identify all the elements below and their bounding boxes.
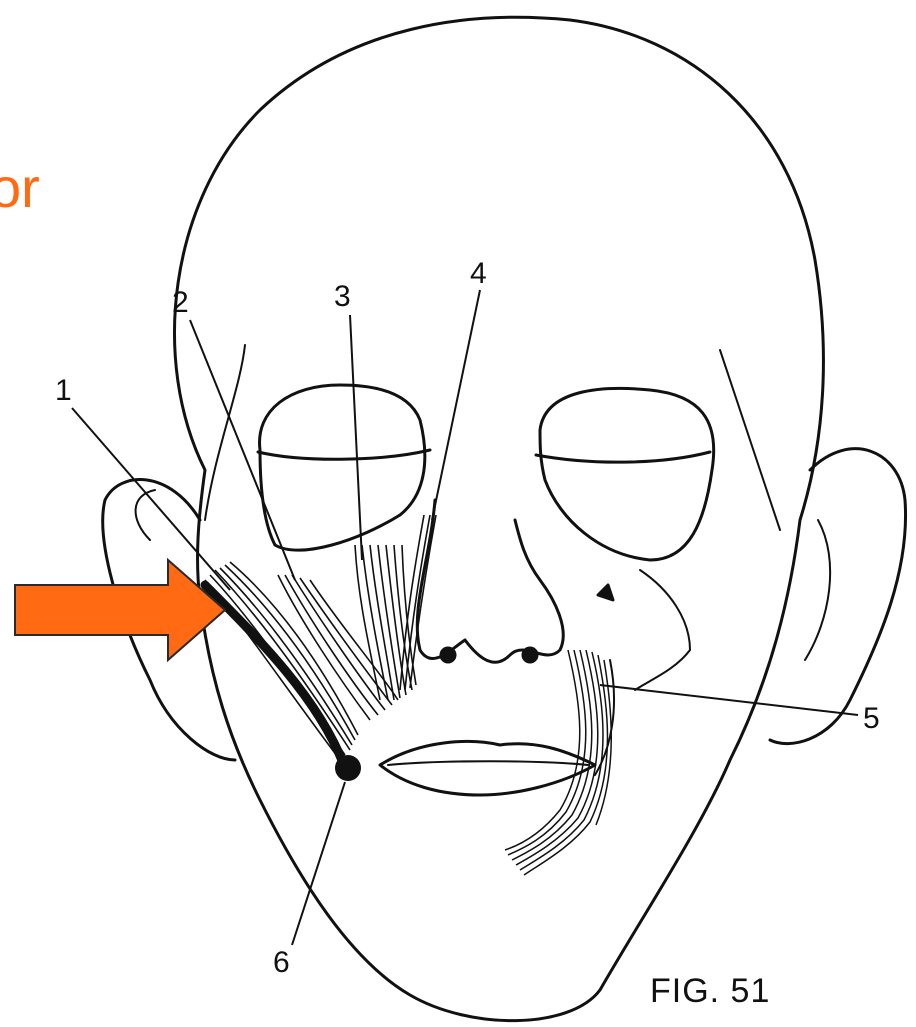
right-arrow-icon bbox=[15, 560, 225, 660]
nose bbox=[417, 500, 563, 662]
callout-2: 2 bbox=[172, 286, 189, 319]
callout-6: 6 bbox=[273, 946, 290, 979]
right-eye-outline bbox=[540, 388, 714, 560]
figure-label: FIG. 51 bbox=[650, 972, 770, 1011]
right-ear bbox=[770, 449, 906, 744]
left-eye-outline bbox=[260, 385, 425, 550]
callout-4: 4 bbox=[470, 257, 487, 290]
callout-3: 3 bbox=[334, 280, 351, 313]
callout-5: 5 bbox=[863, 702, 880, 735]
point-6-dot bbox=[335, 755, 361, 781]
head-outline bbox=[174, 17, 823, 1020]
mouth bbox=[380, 742, 595, 795]
callout-1: 1 bbox=[55, 374, 72, 407]
